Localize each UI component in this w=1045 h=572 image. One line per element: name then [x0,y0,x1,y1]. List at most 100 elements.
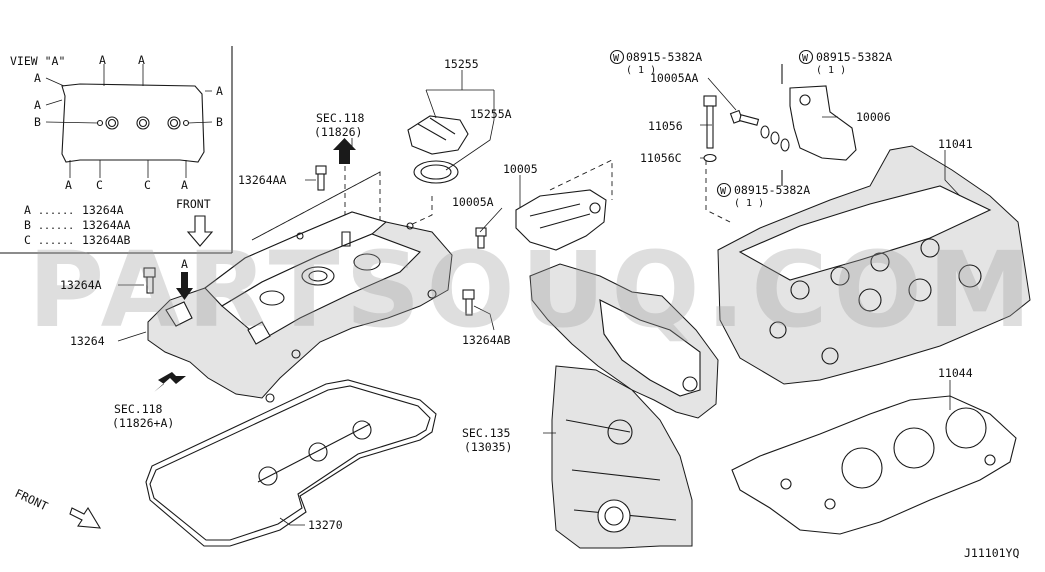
front-arrow-icon [69,506,102,529]
engine-mount-face [599,299,701,397]
washer-label-3: W 08915-5382A ( 1 ) [716,182,810,209]
legend-key-c: C [24,233,31,247]
washer-symbol-3: W [720,186,727,197]
head-bolt-hole-1 [769,321,787,339]
washer-label-1: W 08915-5382A ( 1 ) [609,49,702,76]
sec118-bottom-line1: SEC.118 [114,402,163,416]
label-15255a: 15255A [470,107,512,121]
oil-filler-cap-grip [417,117,456,141]
label-10005a: 10005A [452,195,494,209]
gasket-bore-1 [841,447,883,489]
label-13264: 13264 [70,334,105,348]
legend-dots-c: ...... [38,236,74,247]
legend-key-b: B [24,218,31,232]
washer-3 [780,138,790,152]
cover-dashed-guides [251,160,433,263]
bolt-10005aa [729,109,760,126]
cover-bolt-hole-1 [291,349,301,359]
gasket-spark-ring-3 [352,420,372,440]
head-dowel-11056c [703,153,717,163]
legend-part-b: 13264AA [82,218,131,232]
label-10005aa: 10005AA [650,71,699,85]
head-port-2 [830,266,850,286]
breather-port [353,253,381,271]
front-label-bottom: FRONT [13,486,50,513]
view-a-front-arrow-icon [186,215,214,247]
view-a-front-label: FRONT [176,197,211,211]
sec118-bottom-line2: (11826+A) [112,416,174,430]
cylinder-head-group [703,64,1031,535]
gasket-hole-3 [984,454,996,466]
view-a-marker-a6: A [65,178,72,192]
view-a-cam-hole-2-inner [138,118,148,128]
bolt-13264ab [462,289,475,316]
label-10006: 10006 [856,110,891,124]
label-11044: 11044 [938,366,973,380]
washer-2 [770,131,780,145]
legend-part-a: 13264A [82,203,124,217]
legend-part-c: 13264AB [82,233,131,247]
rocker-cover-group: A [143,115,475,547]
view-a-marker-b2: B [216,115,223,129]
bolt-13264aa [315,165,327,191]
washer-symbol-icon [716,182,732,198]
gasket-bore-3 [945,407,987,449]
view-a-marker-a5: A [216,84,223,98]
arrow-a-label: A [181,257,188,271]
washer-part-2: 08915-5382A [816,50,892,64]
engine-bracket-hole [589,202,601,214]
washer-part-1: 08915-5382A [626,50,702,64]
view-a-marker-a7: A [181,178,188,192]
head-gasket-11044 [731,395,1017,535]
rocker-cover-gasket [145,379,437,547]
view-a-marker-b1: B [34,115,41,129]
legend-dots-a: ...... [38,206,74,217]
sec118-arrow-up-icon [333,138,356,164]
engine-mount-boss [682,376,698,392]
label-13264aa: 13264AA [238,173,287,187]
label-leaders [117,70,961,526]
head-bolt-hole-2 [821,347,839,365]
label-11041: 11041 [938,137,973,151]
cover-boss-front [165,301,193,327]
head-port-4 [920,238,940,258]
label-10005: 10005 [503,162,538,176]
crank-seal-bore-inner [604,506,624,526]
view-a-cam-hole-3 [167,116,181,130]
label-11056: 11056 [648,119,683,133]
legend-key-a: A [24,203,31,217]
cylinder-head-deck [738,185,992,281]
engine-bracket-10006 [789,85,857,161]
view-a-cam-hole-1-inner [107,118,117,128]
view-a-legend: A ...... 13264A B ...... 13264AA C .....… [24,203,131,247]
timing-chain-cover [551,365,693,549]
view-a-title: VIEW "A" [10,54,65,68]
label-13270: 13270 [308,518,343,532]
gasket-spark-link [257,423,371,483]
label-11056c: 11056C [640,151,682,165]
sec118-top-line1: SEC.118 [316,111,365,125]
arrow-a-down-icon [176,272,193,300]
timing-cover-boss [607,419,633,445]
washer-label-2: W 08915-5382A ( 1 ) [798,49,892,76]
view-a-leaders [45,64,213,178]
pcv-valve [247,321,271,345]
engine-bracket-10005 [515,189,607,251]
sec135-line2: (13035) [464,440,512,454]
view-a-marker-a1: A [34,71,41,85]
washer-symbol-2: W [802,53,809,64]
view-a-marker-a4: A [138,53,145,67]
cover-bolt-hole-2 [265,393,275,403]
washer-qty-3: ( 1 ) [734,198,764,209]
view-a-marker-a3: A [99,53,106,67]
view-a-inset: VIEW "A" A A B A A A B A C C A A ...... … [0,46,233,254]
view-a-marker-c2: C [144,178,151,192]
pcv-port [259,290,285,306]
bracket-10006-hole [799,94,811,106]
head-port-1 [790,280,810,300]
cover-bolt-hole-5 [406,222,414,230]
washer-symbol-1: W [613,53,620,64]
sec118-arrow-left-icon [154,372,186,392]
label-13264a: 13264A [60,278,102,292]
